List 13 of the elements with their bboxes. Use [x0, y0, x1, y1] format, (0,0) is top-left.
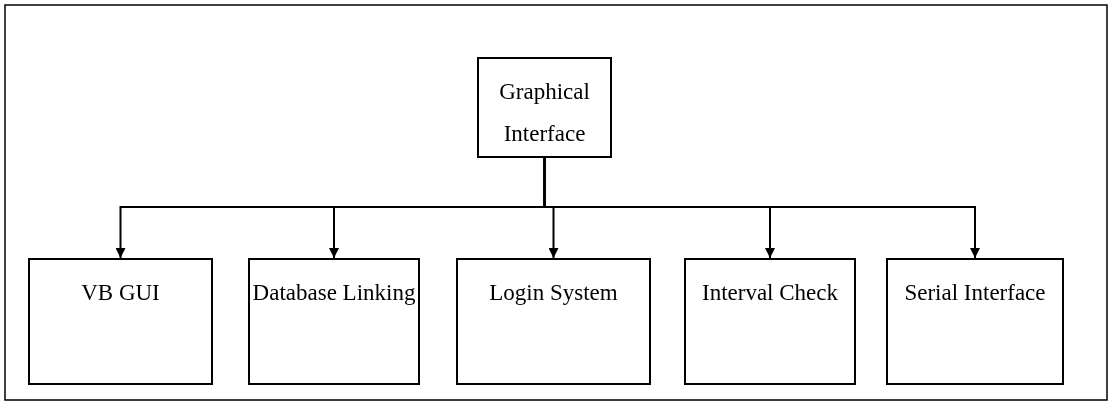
box-label: Login System [489, 279, 618, 307]
process-box [684, 258, 856, 385]
box-label: Interval Check [702, 279, 838, 307]
process-box [886, 258, 1064, 385]
box-label: VB GUI [81, 279, 160, 307]
process-box [477, 57, 612, 158]
arrow [543, 157, 980, 259]
box-label: Serial Interface [904, 279, 1046, 307]
box-label: Graphical Interface [498, 78, 591, 148]
process-box [248, 258, 420, 385]
process-box [456, 258, 651, 385]
box-label: Database Linking [252, 279, 416, 307]
process-box [28, 258, 213, 385]
